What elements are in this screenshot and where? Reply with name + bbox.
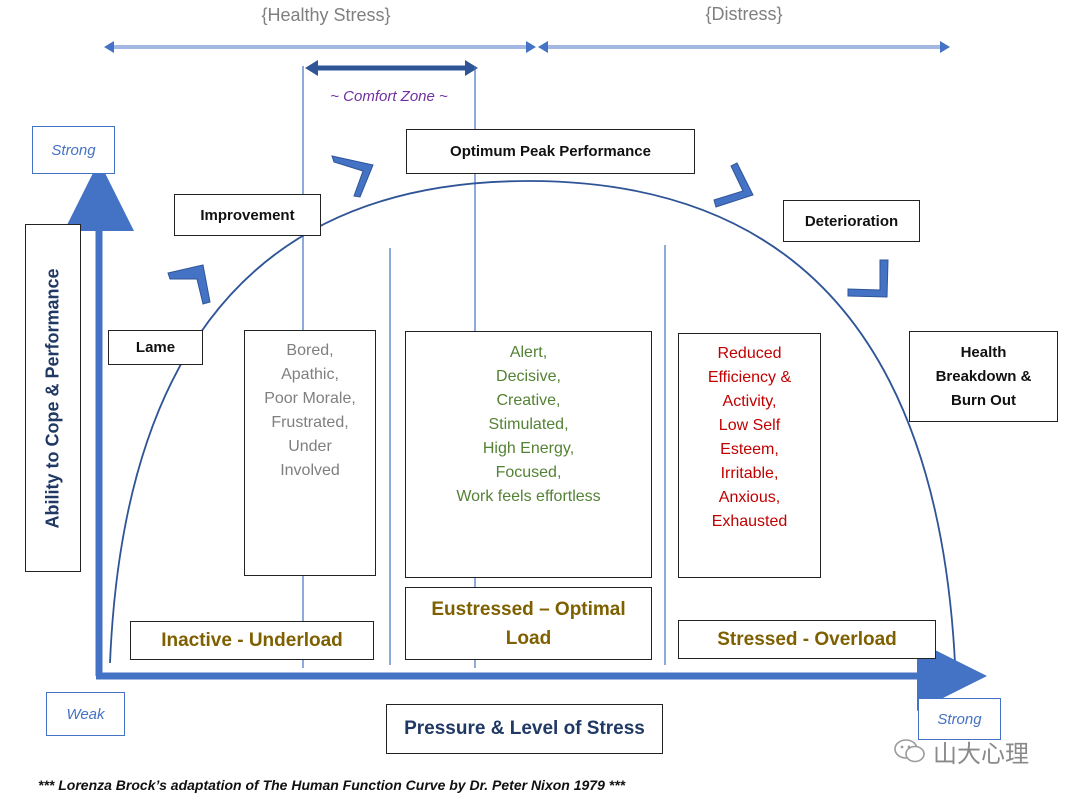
chevron-down-deterioration-icon — [847, 259, 889, 298]
y-axis-strong-label: Strong — [32, 126, 115, 174]
optimal-load-label: Eustressed – Optimal Load — [405, 587, 652, 660]
distress-label: {Distress} — [705, 4, 783, 24]
underload-label: Inactive - Underload — [130, 621, 374, 660]
overload-traits: Reduced Efficiency & Activity, Low Self … — [707, 345, 792, 530]
performance-curve — [109, 180, 956, 664]
chevron-up-improvement-icon — [331, 155, 374, 198]
chevron-down-peak-icon — [713, 162, 754, 208]
comfort-zone-span-arrow — [305, 60, 478, 76]
underload-traits-box: Bored, Apathic, Poor Morale, Frustrated,… — [244, 330, 376, 576]
underload-traits: Bored, Apathic, Poor Morale, Frustrated,… — [264, 342, 356, 479]
overload-label: Stressed - Overload — [678, 620, 936, 659]
stage-health-breakdown: Health Breakdown & Burn Out — [909, 331, 1058, 422]
wechat-icon — [893, 738, 927, 764]
x-axis-weak-label: Weak — [46, 692, 125, 736]
stage-deterioration: Deterioration — [783, 200, 920, 242]
healthy-stress-span-arrow — [104, 41, 536, 53]
watermark: 山大心理 — [893, 735, 1053, 768]
x-axis-title: Pressure & Level of Stress — [386, 704, 663, 754]
y-axis-title-box: Ability to Cope & Performance — [25, 224, 81, 572]
citation: *** Lorenza Brock’s adaptation of The Hu… — [38, 777, 626, 793]
x-axis-strong-label: Strong — [918, 698, 1001, 740]
healthy-stress-label: {Healthy Stress} — [261, 5, 391, 25]
stage-improvement: Improvement — [174, 194, 321, 236]
stage-lame: Lame — [108, 330, 203, 365]
chevron-up-lame-icon — [167, 264, 211, 305]
stage-optimum-peak: Optimum Peak Performance — [406, 129, 695, 174]
comfort-zone-label: ~ Comfort Zone ~ — [330, 88, 448, 105]
optimal-traits: Alert, Decisive, Creative, Stimulated, H… — [456, 344, 601, 505]
optimal-traits-box: Alert, Decisive, Creative, Stimulated, H… — [405, 331, 652, 578]
watermark-text: 山大心理 — [933, 739, 1029, 768]
y-axis-title: Ability to Cope & Performance — [42, 267, 63, 529]
distress-span-arrow — [538, 41, 950, 53]
overload-traits-box: Reduced Efficiency & Activity, Low Self … — [678, 333, 821, 578]
